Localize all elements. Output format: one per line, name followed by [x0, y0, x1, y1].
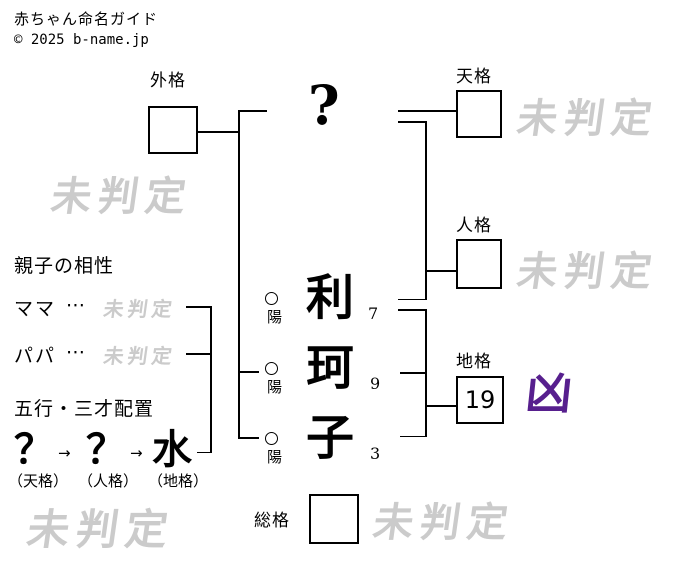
name-char-2-strokes: 9: [370, 374, 381, 393]
yinyang-label: 陽: [267, 448, 283, 466]
gogyo-tenkaku-sublabel: （天格）: [8, 472, 69, 490]
line-jinkaku-top-stub: [398, 121, 426, 123]
line-gaikaku-bracket: [238, 110, 240, 438]
chikaku-box: 19: [456, 376, 504, 424]
gogyo-chikaku-element: 水: [152, 426, 192, 473]
jinkaku-status-watermark: 未判定: [514, 248, 662, 295]
gaikaku-box: [148, 106, 198, 154]
jinkaku-box: [456, 239, 502, 289]
name-char-2: 珂: [306, 340, 355, 396]
gogyo-tenkaku-element: ？: [14, 426, 54, 473]
gaikaku-status-watermark: 未判定: [48, 173, 196, 220]
surname-placeholder: ?: [308, 73, 340, 137]
chikaku-value: 19: [464, 386, 496, 414]
copyright-text: © 2025 b-name.jp: [14, 32, 149, 48]
mama-dots: ⋯: [66, 294, 85, 316]
yinyang-label: 陽: [267, 378, 283, 396]
yinyang-circle-icon: [265, 362, 278, 375]
gogyo-jinkaku-sublabel: （人格）: [78, 472, 139, 490]
line-char3-right-stub: [400, 435, 426, 437]
mama-status: 未判定: [102, 297, 178, 321]
yinyang-circle-icon: [265, 292, 278, 305]
jinkaku-label: 人格: [456, 216, 492, 236]
chikaku-luck-kanji: 凶: [523, 366, 575, 420]
yinyang-label: 陽: [267, 308, 283, 326]
papa-status: 未判定: [102, 344, 178, 368]
chikaku-label: 地格: [456, 352, 492, 372]
gogyo-jinkaku-element: ？: [86, 426, 126, 473]
mama-label: ママ: [14, 298, 57, 320]
bottom-left-watermark: 未判定: [24, 505, 179, 554]
gogyo-arrow-icon: →: [58, 444, 71, 462]
soukaku-status-watermark: 未判定: [370, 499, 518, 546]
line-chikaku-connector: [425, 405, 457, 407]
soukaku-box: [309, 494, 359, 544]
line-jinkaku-bracket: [425, 121, 427, 300]
yinyang-circle-icon: [265, 432, 278, 445]
line-mama-stub: [186, 306, 211, 308]
line-tenkaku-connector: [398, 110, 457, 112]
tenkaku-status-watermark: 未判定: [514, 95, 662, 142]
line-compat-bracket: [210, 306, 212, 453]
gogyo-arrow-icon: →: [130, 444, 143, 462]
gogyo-heading: 五行・三才配置: [14, 398, 155, 420]
papa-dots: ⋯: [66, 341, 85, 363]
name-char-1-strokes: 7: [368, 304, 379, 323]
line-char2-right-stub: [400, 372, 426, 374]
line-gogyo-stub: [197, 451, 211, 453]
name-char-3: 子: [306, 410, 355, 466]
line-surname-left-stub: [238, 110, 267, 112]
site-title: 赤ちゃん命名ガイド: [14, 10, 159, 28]
papa-label: パパ: [14, 345, 57, 367]
name-char-3-strokes: 3: [370, 444, 381, 463]
gaikaku-label: 外格: [150, 71, 186, 91]
name-char-1: 利: [306, 270, 355, 326]
line-jinkaku-bottom-stub: [398, 298, 426, 300]
tenkaku-label: 天格: [456, 67, 492, 87]
line-jinkaku-connector: [425, 270, 457, 272]
line-papa-stub: [186, 353, 211, 355]
tenkaku-box: [456, 90, 502, 138]
compatibility-heading: 親子の相性: [14, 255, 115, 277]
line-char3-left-stub: [238, 437, 259, 439]
line-chikaku-top-stub: [398, 309, 426, 311]
soukaku-label: 総格: [254, 511, 290, 531]
line-char2-left-stub: [238, 371, 259, 373]
line-gaikaku-connector: [198, 131, 239, 133]
gogyo-chikaku-sublabel: （地格）: [148, 472, 209, 490]
